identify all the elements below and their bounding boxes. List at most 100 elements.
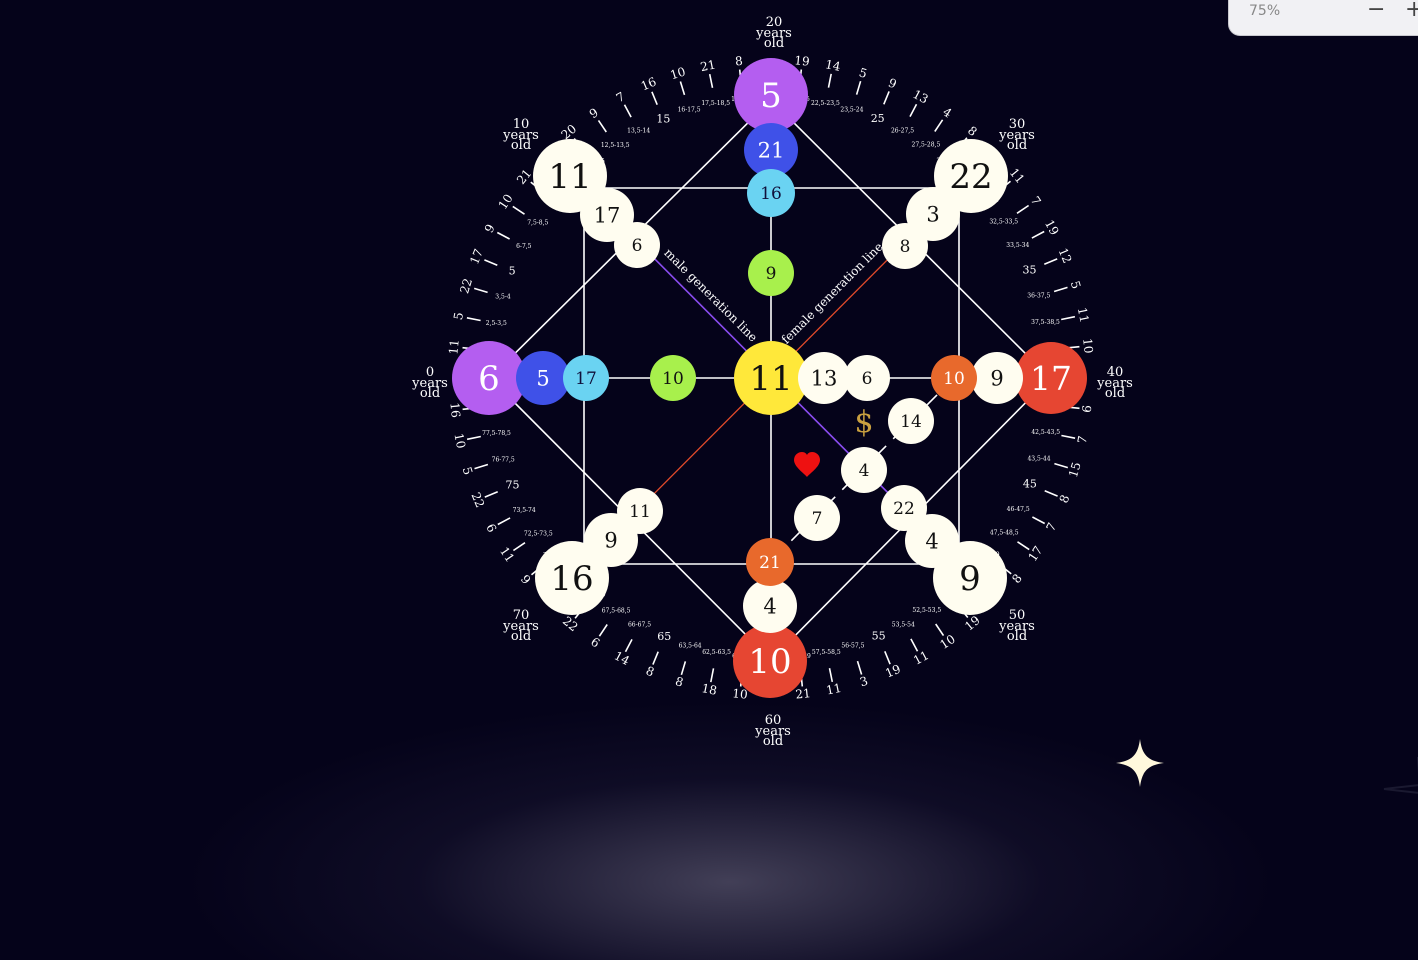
node-circle <box>746 538 794 586</box>
node-circle <box>844 355 890 401</box>
ring-tick <box>828 668 834 683</box>
ring-number: 10 <box>732 686 749 701</box>
ring-number: 9 <box>482 222 498 235</box>
ring-number: 5 <box>451 311 466 321</box>
ring-range: 2,5-3,5 <box>486 320 507 327</box>
ring-number: 16 <box>639 75 658 94</box>
ring-number: 4 <box>940 105 954 121</box>
ring-tick <box>827 73 832 88</box>
node-circle <box>888 398 934 444</box>
ring-tick <box>466 317 481 322</box>
ring-number: 10 <box>669 64 688 82</box>
ring-range: 57,5-58,5 <box>812 649 841 656</box>
ring-range: 42,5-43,5 <box>1031 429 1060 436</box>
ring-tick <box>1016 204 1030 214</box>
ring-number: 14 <box>612 649 632 669</box>
ring-tick <box>497 517 511 526</box>
ring-range: 37,5-38,5 <box>1031 319 1060 326</box>
node-circle <box>882 223 928 269</box>
node-circle <box>841 447 887 493</box>
age-unit-2: old <box>1105 386 1125 401</box>
age-unit: years <box>754 724 791 739</box>
ring-range: 36-37,5 <box>1027 293 1050 300</box>
ring-tick <box>1044 490 1058 497</box>
node-br-3: 22 <box>881 485 927 531</box>
ring-number: 11 <box>497 544 517 564</box>
ring-tick <box>1053 286 1068 293</box>
node-br-2: 4 <box>905 514 959 568</box>
node-left-4: 10 <box>650 355 696 401</box>
ring-number: 18 <box>700 681 718 698</box>
node-circle <box>743 579 797 633</box>
zoom-out-button[interactable]: − <box>1367 0 1386 22</box>
node-value: 5 <box>760 76 782 116</box>
node-circle <box>748 250 794 296</box>
node-value: 9 <box>990 367 1003 391</box>
ring-number: 7 <box>614 89 627 105</box>
node-bottom-main: 10 <box>733 624 807 698</box>
ring-number: 9 <box>886 76 898 92</box>
ring-age-marker: 5 <box>509 264 516 277</box>
node-circle <box>798 352 850 404</box>
node-circle <box>535 541 609 615</box>
zoom-in-button[interactable]: + <box>1405 0 1418 22</box>
ring-range: 73,5-74 <box>513 507 536 514</box>
ring-number: 11 <box>1075 306 1092 324</box>
ring-number: 10 <box>937 632 957 652</box>
node-value: 21 <box>759 553 781 573</box>
ring-tick <box>1043 258 1058 265</box>
ring-number: 22 <box>457 277 475 296</box>
ring-range: 63,5-64 <box>679 643 702 650</box>
ring-age-marker: 15 <box>656 113 670 126</box>
ring-number: 19 <box>883 662 902 681</box>
node-top-2: 21 <box>744 123 798 177</box>
ring-tick <box>597 119 607 133</box>
node-value: 14 <box>900 412 922 432</box>
ring-number: 16 <box>447 402 462 419</box>
ring-tick <box>473 287 488 294</box>
ring-number: 12 <box>1056 246 1075 265</box>
ring-number: 11 <box>825 681 843 698</box>
ring-range: 77,5-78,5 <box>482 430 511 437</box>
node-tl-3: 6 <box>614 222 660 268</box>
ring-tick <box>1032 516 1046 525</box>
dollar-icon: $ <box>854 405 873 440</box>
node-circle <box>1015 342 1087 414</box>
node-circle <box>533 139 607 213</box>
ring-tick <box>935 623 945 637</box>
ring-range: 72,5-73,5 <box>524 530 553 537</box>
node-top-3: 16 <box>747 169 795 217</box>
node-left-3: 17 <box>563 355 609 401</box>
ring-tick <box>679 81 686 96</box>
ring-number: 11 <box>446 339 461 356</box>
ring-number: 22 <box>468 490 487 509</box>
node-value: 9 <box>766 264 777 284</box>
age-unit: years <box>1096 376 1133 391</box>
node-center-r2: 6 <box>844 355 890 401</box>
ring-number: 8 <box>1009 571 1025 586</box>
ring-tick <box>1061 315 1076 321</box>
ring-age-marker: 65 <box>657 630 671 643</box>
node-circle <box>734 341 808 415</box>
node-value: 5 <box>536 367 549 391</box>
female-generation-label: female generation line <box>779 240 886 347</box>
ring-range: 66-67,5 <box>628 622 651 629</box>
ring-number: 19 <box>962 613 983 634</box>
ring-number: 10 <box>1080 338 1095 355</box>
node-tr-3: 8 <box>882 223 928 269</box>
age-unit: years <box>755 26 792 41</box>
ring-range: 32,5-33,5 <box>989 219 1018 226</box>
node-value: 17 <box>1030 359 1072 398</box>
ring-tick <box>909 103 918 117</box>
age-unit-2: old <box>511 629 531 644</box>
node-value: 22 <box>893 499 915 519</box>
age-unit-2: old <box>1007 629 1027 644</box>
node-tl-main: 11 <box>533 139 607 213</box>
node-bl-3: 11 <box>617 488 663 534</box>
node-finance-2: 4 <box>841 447 887 493</box>
ring-tick <box>855 80 862 95</box>
ring-number: 19 <box>794 53 811 68</box>
ring-number: 5 <box>1068 279 1084 290</box>
